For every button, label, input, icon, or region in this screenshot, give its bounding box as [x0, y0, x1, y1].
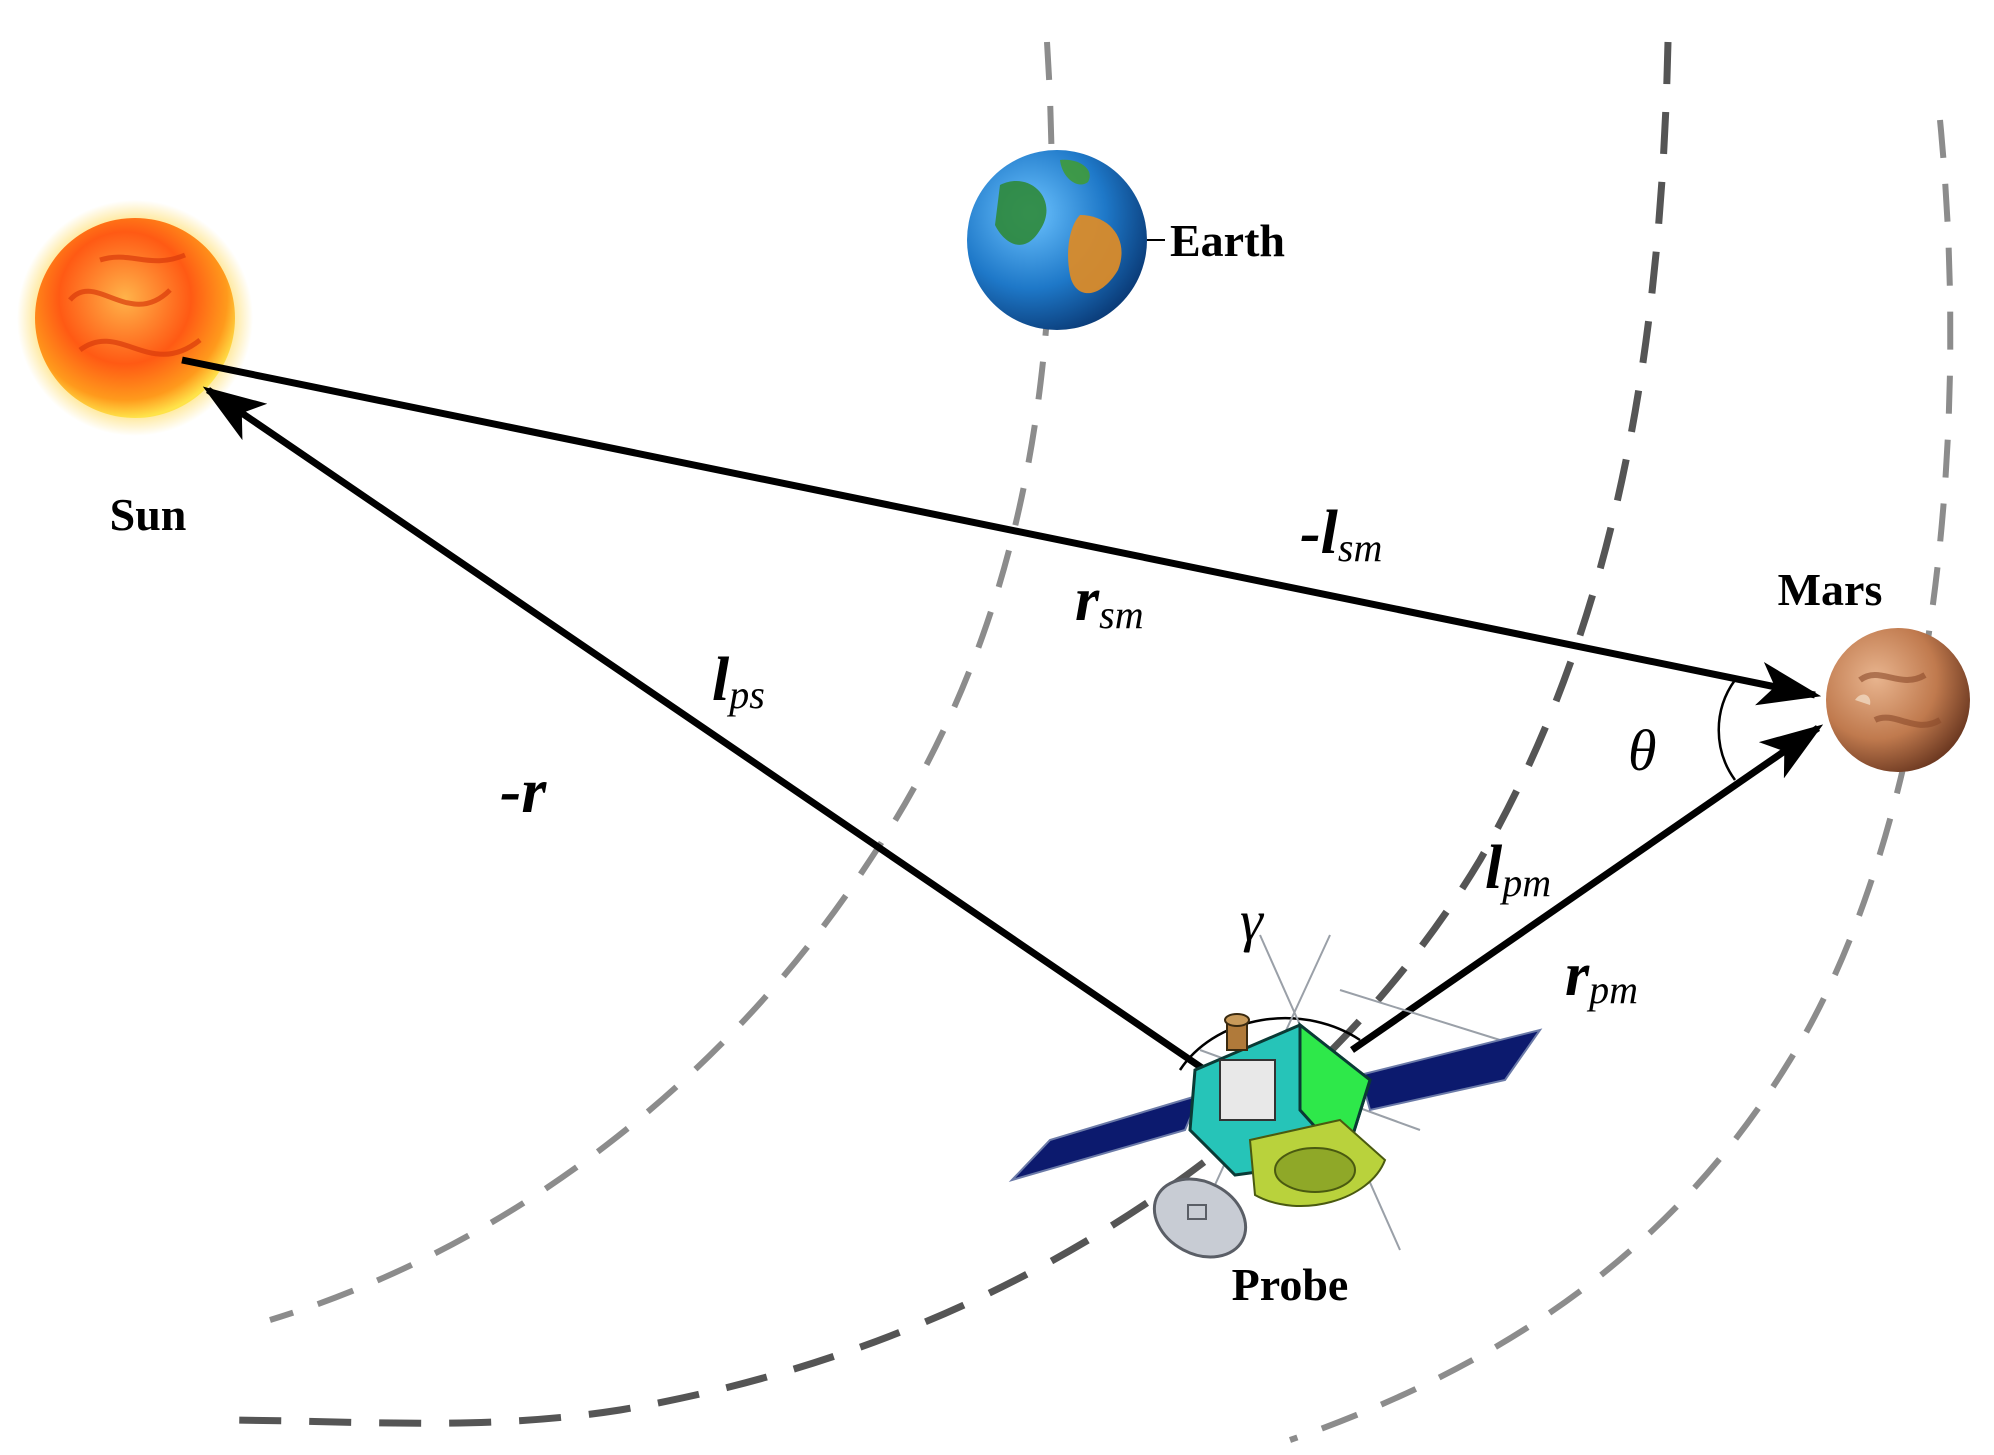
probe-solar-panel-left — [1008, 1093, 1202, 1182]
vectors — [181, 356, 1824, 1073]
label-r-pm: rpm — [1565, 941, 1638, 1012]
label-r-sm: rsm — [1075, 566, 1144, 637]
label-neg-l-sm: -lsm — [1300, 499, 1382, 570]
orbit-mars — [1289, 119, 1954, 1443]
orbit-earth — [269, 41, 1055, 1323]
theta-label: θ — [1628, 718, 1657, 783]
earth-label: Earth — [1170, 215, 1285, 266]
probe-label: Probe — [1232, 1259, 1349, 1310]
gamma-label: γ — [1240, 888, 1265, 953]
mars-label: Mars — [1778, 564, 1883, 615]
label-l-ps: lps — [712, 646, 765, 717]
probe — [1008, 934, 1543, 1259]
label-neg-r: -r — [500, 755, 547, 826]
vector-probe-to-mars — [1350, 724, 1824, 1053]
mars — [1826, 628, 1970, 772]
vector-sun-to-mars — [181, 356, 1822, 706]
orbit-transfer — [214, 41, 1672, 1427]
sun-label: Sun — [110, 489, 187, 540]
sun — [17, 200, 253, 436]
label-l-pm: lpm — [1485, 834, 1551, 905]
orbits — [214, 41, 1954, 1443]
earth — [967, 150, 1147, 330]
probe-solar-panel-right — [1358, 1028, 1543, 1112]
vector-probe-to-sun — [202, 386, 1207, 1073]
gamma-arc — [1178, 1016, 1361, 1071]
theta-arc — [1717, 679, 1737, 781]
